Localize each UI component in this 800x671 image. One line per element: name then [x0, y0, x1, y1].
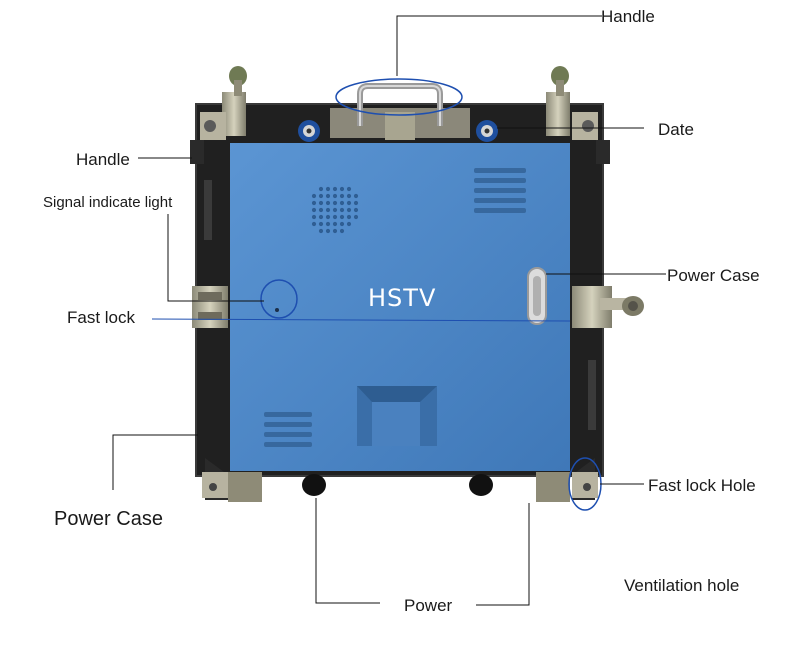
- vent-hole: [346, 193, 352, 199]
- vent-hole: [339, 200, 345, 206]
- vent-hole: [339, 221, 345, 227]
- vent-hole: [325, 200, 331, 206]
- vent-hole: [339, 228, 345, 234]
- bottom-power-ports: [302, 474, 493, 496]
- vent-hole: [332, 228, 338, 234]
- latch-top-right: [546, 66, 598, 140]
- vent-hole: [339, 214, 345, 220]
- power-case-panel: [230, 143, 570, 471]
- power-connector-left: [298, 120, 320, 142]
- label-handle-top: Handle: [601, 7, 655, 26]
- vent-hole: [325, 221, 331, 227]
- round-vent: [311, 186, 359, 234]
- vent-hole: [318, 207, 324, 213]
- label-power-case-left: Power Case: [54, 508, 163, 530]
- vent-hole: [325, 193, 331, 199]
- vent-hole: [339, 186, 345, 192]
- vent-hole: [325, 214, 331, 220]
- vent-hole: [346, 186, 352, 192]
- vent-hole: [346, 207, 352, 213]
- vent-hole: [332, 221, 338, 227]
- vent-hole: [311, 207, 317, 213]
- label-fast-lock-hole: Fast lock Hole: [648, 476, 756, 495]
- vent-slots-top: [474, 168, 526, 213]
- vent-hole: [353, 200, 359, 206]
- vent-hole: [318, 214, 324, 220]
- vent-hole: [332, 200, 338, 206]
- label-date: Date: [658, 120, 694, 139]
- vent-hole: [332, 214, 338, 220]
- brand-logo: HSTV: [368, 284, 437, 312]
- vent-hole: [353, 193, 359, 199]
- vent-hole: [332, 207, 338, 213]
- label-handle-left: Handle: [76, 150, 130, 169]
- vent-hole: [318, 200, 324, 206]
- side-grip: [527, 267, 547, 325]
- top-rail: [330, 108, 470, 140]
- vent-hole: [311, 221, 317, 227]
- vent-hole: [332, 186, 338, 192]
- vent-hole: [311, 193, 317, 199]
- label-ventilation-hole: Ventilation hole: [624, 576, 740, 595]
- vent-hole: [339, 207, 345, 213]
- vent-hole: [332, 193, 338, 199]
- top-handle: [357, 83, 443, 126]
- label-power-case-right: Power Case: [667, 266, 760, 285]
- vent-hole: [325, 228, 331, 234]
- vent-hole: [311, 214, 317, 220]
- vent-hole: [325, 207, 331, 213]
- vent-hole: [318, 221, 324, 227]
- vent-hole: [353, 207, 359, 213]
- fast-lock-left: [192, 286, 228, 328]
- vent-hole: [353, 214, 359, 220]
- label-fast-lock: Fast lock: [67, 308, 136, 327]
- latch-top-left: [200, 66, 247, 140]
- vent-slots-bottom: [264, 412, 312, 447]
- vent-hole: [311, 200, 317, 206]
- label-power: Power: [404, 596, 453, 615]
- vent-hole: [346, 200, 352, 206]
- vent-hole: [318, 193, 324, 199]
- vent-hole: [318, 228, 324, 234]
- vent-hole: [325, 186, 331, 192]
- vent-hole: [346, 214, 352, 220]
- power-connector-right: [476, 120, 498, 142]
- bottom-feet: [202, 472, 598, 502]
- vent-hole: [346, 221, 352, 227]
- fast-lock-right: [572, 286, 644, 328]
- signal-light-dot: [275, 308, 279, 312]
- label-signal-light: Signal indicate light: [43, 194, 173, 211]
- vent-hole: [339, 193, 345, 199]
- recessed-grip: [357, 386, 437, 446]
- leader-lines: [112, 15, 666, 606]
- vent-hole: [318, 186, 324, 192]
